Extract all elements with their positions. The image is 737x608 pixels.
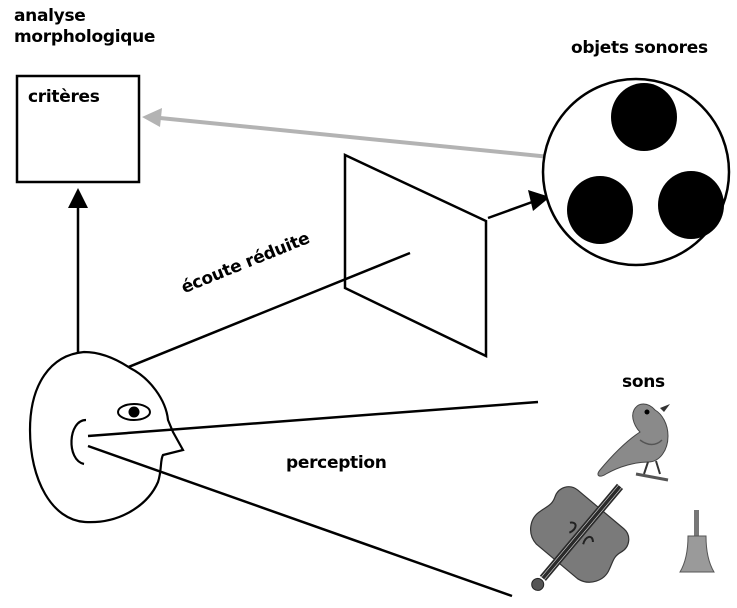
grey-arrowhead [142,108,162,127]
perception-line-violin [87,444,513,598]
analyse-label-line2: morphologique [14,27,156,47]
grey-arrow [159,116,561,160]
sons-label: sons [622,372,665,392]
bell-icon [679,510,715,573]
criteres-box [15,74,141,184]
objets-sonores-label: objets sonores [571,38,708,58]
reduced-listening-screen [343,153,488,358]
screen-to-objects-arrowhead [528,190,550,211]
analyse-morphologique-label: analyse morphologique [14,6,155,48]
perception-label: perception [286,453,387,473]
criteres-label: critères [28,87,100,107]
sound-object-dot-left [567,176,633,244]
sound-object-dot-right [658,171,724,239]
ecoute-line [93,251,411,383]
violin-icon [530,483,630,591]
perception-line-bird [87,400,539,438]
sound-object-dot-top [611,83,677,151]
analyse-label-line1: analyse [14,6,86,26]
ear-icon [70,418,87,466]
bird-icon [597,403,670,482]
head-icon [28,350,185,524]
analysis-arrowhead [68,188,88,208]
screen-to-objects-arrow [487,199,536,220]
eye-icon [117,403,151,421]
